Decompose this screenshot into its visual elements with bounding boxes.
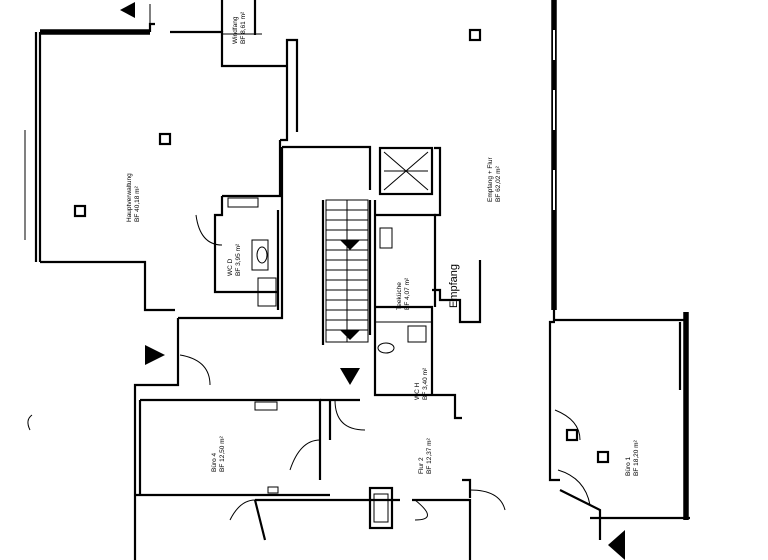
sink-icon bbox=[379, 227, 427, 343]
buero4-label: Büro 4 BF 12,50 m² bbox=[211, 436, 226, 472]
windfang-walls bbox=[220, 0, 262, 35]
buero1-label: Büro 1 BF 18,20 m² bbox=[625, 440, 640, 476]
wc-h-label: WC H BF 3,40 m² bbox=[414, 367, 429, 400]
windfang-label: Windfang BF 8,61 m² bbox=[232, 11, 247, 44]
flur2-label: Flur 2 BF 12,37 m² bbox=[418, 438, 433, 474]
empfang-walls bbox=[548, 0, 689, 520]
staircase bbox=[325, 199, 369, 343]
empfang-label: Empfang bbox=[448, 263, 460, 308]
core-walls bbox=[178, 145, 482, 420]
wc-d-label: WC D BF 3,95 m² bbox=[227, 243, 242, 276]
section-arrow-icon bbox=[120, 2, 625, 560]
hauptverwaltung-label: Hauptverwaltung BF 40,18 m² bbox=[126, 173, 141, 222]
wc-d-walls bbox=[195, 196, 280, 310]
hauptverwaltung-walls bbox=[34, 4, 299, 312]
buero1-walls bbox=[557, 469, 690, 540]
flur-buero-walls bbox=[133, 318, 506, 560]
column-icons bbox=[73, 28, 610, 464]
marker-icon bbox=[27, 414, 33, 431]
empfang-flur-label: Empfang + Flur BF 62,02 m² bbox=[487, 157, 502, 202]
toilet-icon bbox=[256, 246, 395, 354]
teekueche-label: Teeküche BF 4,07 m² bbox=[396, 277, 411, 310]
